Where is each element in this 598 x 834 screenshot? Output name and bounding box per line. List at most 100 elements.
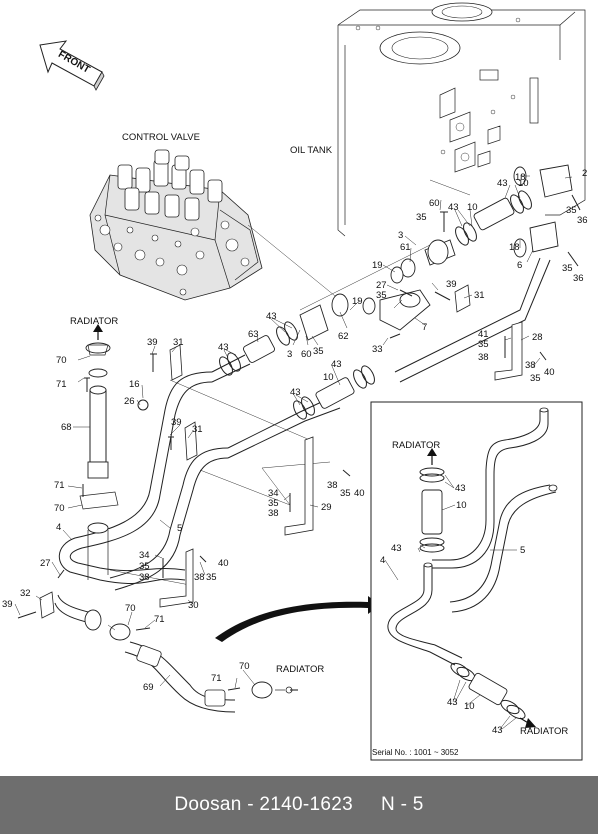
pipe-4 — [58, 371, 213, 585]
part-number: 31 — [192, 424, 203, 435]
part-number: 10 — [323, 372, 334, 383]
part-number: 71 — [56, 379, 67, 390]
part-number: 43 — [391, 543, 402, 554]
radiator-top-label: RADIATOR — [70, 316, 118, 327]
part-number: 27 — [376, 280, 387, 291]
inset-pointer-arrow — [215, 596, 380, 642]
pipe-5 — [109, 447, 229, 591]
part-number: 39 — [147, 337, 158, 348]
part-number: 61 — [400, 242, 411, 253]
part-number: 3 — [398, 230, 403, 241]
serial-variant-inset: RADIATOR RADIATOR Serial No. : 1001 ~ 30… — [370, 401, 583, 761]
part-number: 16 — [129, 379, 140, 390]
part-number: 35 — [376, 290, 387, 301]
callout-leaders — [14, 175, 573, 730]
part-number: 43 — [266, 311, 277, 322]
part-number: 4 — [380, 555, 385, 566]
part-number: 32 — [20, 588, 31, 599]
part-number: 43 — [290, 387, 301, 398]
part-number: 3 — [287, 349, 292, 360]
part-number: 35 — [340, 488, 351, 499]
part-number: 39 — [2, 599, 13, 610]
part-number: 35 — [206, 572, 217, 583]
part-number: 38 — [478, 352, 489, 363]
hydraulic-piping-diagram: FRONT OIL TANK CONTROL VALVE — [2, 2, 588, 761]
part-number: 30 — [188, 600, 199, 611]
part-number: 33 — [372, 344, 383, 355]
inset-radiator-top-label: RADIATOR — [392, 440, 440, 451]
part-number: 43 — [492, 725, 503, 736]
part-number: 43 — [497, 178, 508, 189]
part-number: 38 — [525, 360, 536, 371]
pipe-from-valve — [211, 257, 551, 459]
control-valve-label: CONTROL VALVE — [122, 132, 200, 143]
part-number: 38 — [139, 572, 150, 583]
part-number: 18 — [515, 172, 526, 183]
part-number: 10 — [456, 500, 467, 511]
part-number: 43 — [447, 697, 458, 708]
part-number: 43 — [331, 359, 342, 370]
part-number: 27 — [40, 558, 51, 569]
oil-tank-label: OIL TANK — [290, 145, 333, 156]
part-number: 43 — [218, 342, 229, 353]
radiator-upper-pipe — [54, 342, 119, 631]
footer-page-number: N - 5 — [380, 794, 424, 815]
part-number: 5 — [177, 523, 182, 534]
part-number: 19 — [352, 296, 363, 307]
part-number: 34 — [268, 488, 279, 499]
part-number: 68 — [61, 422, 72, 433]
part-number: 38 — [194, 572, 205, 583]
part-number: 4 — [56, 522, 61, 533]
part-number: 71 — [211, 673, 222, 684]
part-number: 70 — [239, 661, 250, 672]
control-valve: CONTROL VALVE — [89, 132, 263, 301]
front-arrow: FRONT — [39, 40, 105, 91]
part-number: 35 — [313, 346, 324, 357]
fittings — [299, 164, 573, 341]
part-number: 40 — [544, 367, 555, 378]
part-number: 35 — [268, 498, 279, 509]
part-number: 35 — [566, 205, 577, 216]
part-number: 71 — [154, 614, 165, 625]
footer-title: Doosan - 2140-1623 — [174, 794, 353, 815]
oil-tank: OIL TANK — [290, 2, 586, 237]
part-number: 36 — [573, 273, 584, 284]
part-number: 63 — [248, 329, 259, 340]
part-number: 19 — [372, 260, 383, 271]
part-number: 70 — [56, 355, 67, 366]
part-number: 69 — [143, 682, 154, 693]
part-numbers: 2 18 43 10 35 36 18 6 35 36 60 35 43 10 … — [2, 168, 588, 736]
part-number: 41 — [478, 329, 489, 340]
part-number: 36 — [577, 215, 588, 226]
serial-range-label: Serial No. : 1001 ~ 3052 — [372, 748, 459, 757]
part-number: 5 — [520, 545, 525, 556]
radiator-lower-hose — [109, 623, 293, 713]
part-number: 70 — [125, 603, 136, 614]
part-number: 35 — [562, 263, 573, 274]
bolts — [17, 194, 581, 691]
part-number: 35 — [139, 561, 150, 572]
part-number: 38 — [327, 480, 338, 491]
part-number: 10 — [464, 701, 475, 712]
part-number: 60 — [301, 349, 312, 360]
hoses — [219, 190, 532, 420]
part-number: 60 — [429, 198, 440, 209]
part-number: 28 — [532, 332, 543, 343]
brackets — [39, 284, 523, 619]
part-number: 18 — [509, 242, 520, 253]
part-number: 35 — [478, 339, 489, 350]
part-number: 2 — [582, 168, 587, 179]
inset-radiator-bottom-label: RADIATOR — [520, 726, 568, 737]
part-number: 39 — [171, 417, 182, 428]
part-number: 40 — [218, 558, 229, 569]
part-number: 34 — [139, 550, 150, 561]
part-number: 39 — [446, 279, 457, 290]
part-number: 38 — [268, 508, 279, 519]
part-number: 62 — [338, 331, 349, 342]
part-number: 35 — [530, 373, 541, 384]
part-number: 31 — [173, 337, 184, 348]
radiator-arrows: RADIATOR RADIATOR — [70, 316, 324, 691]
part-number: 7 — [422, 322, 427, 333]
radiator-bottom-label: RADIATOR — [276, 664, 324, 675]
part-number: 6 — [517, 260, 522, 271]
